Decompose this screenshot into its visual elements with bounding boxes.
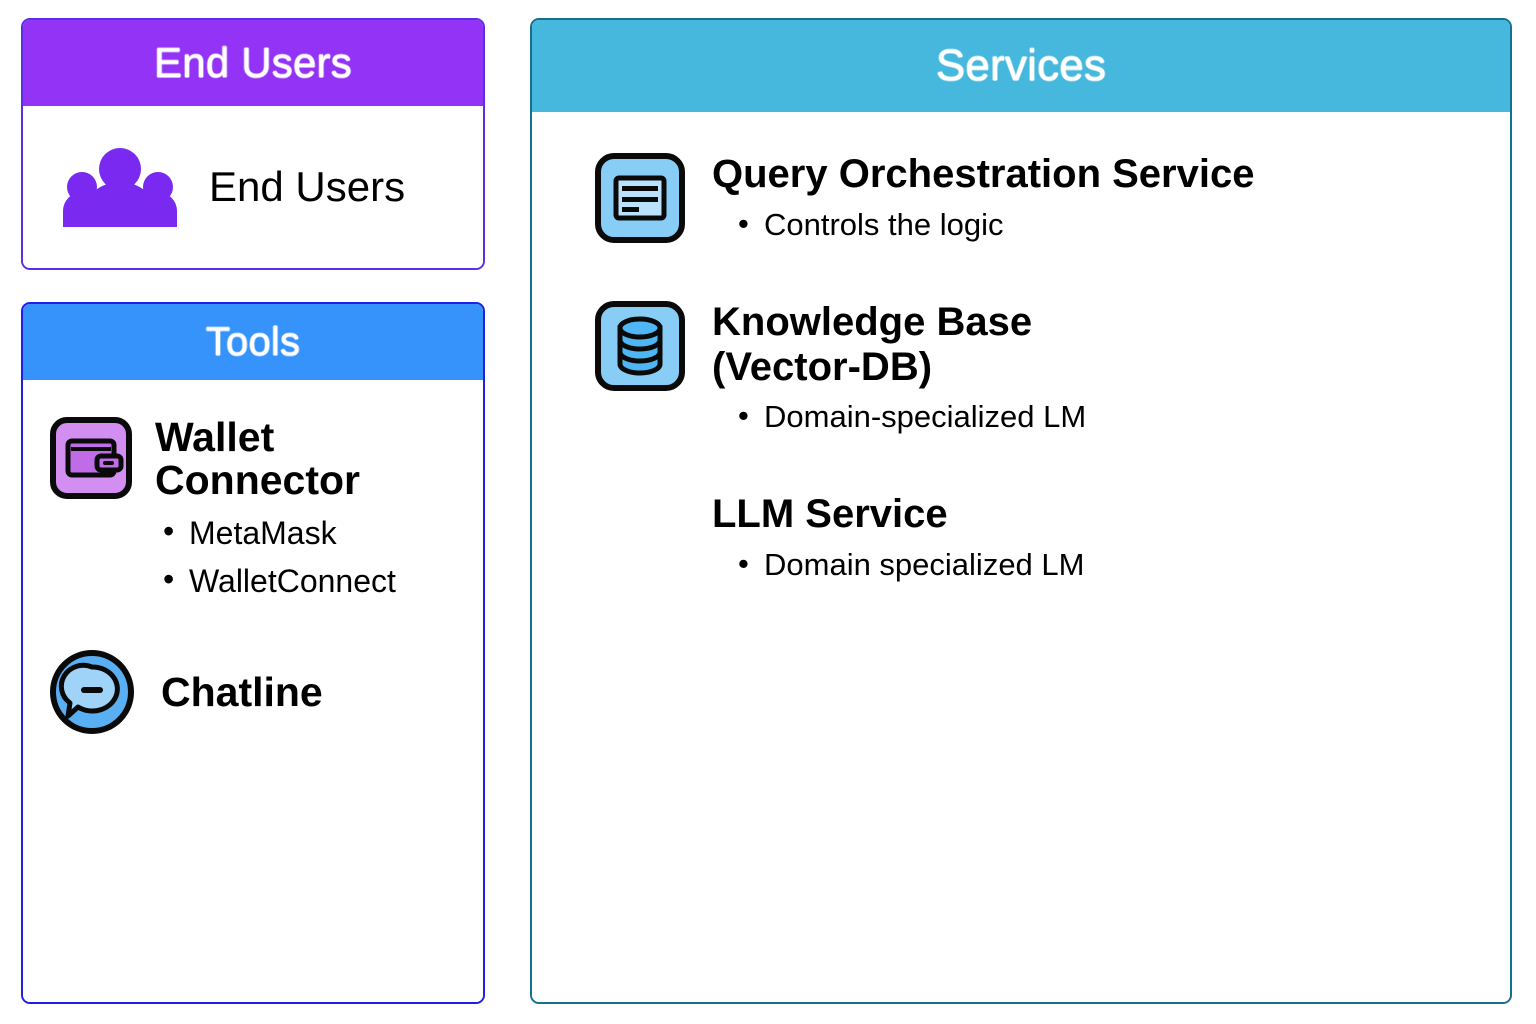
bullet-item: MetaMask: [155, 507, 469, 557]
list-item-query-orchestration-service[interactable]: Query Orchestration Service Controls the…: [594, 152, 1480, 248]
bullet-item: Domain specialized LM: [738, 542, 1084, 588]
list-item-label: End Users: [209, 163, 406, 210]
bullet-item: Controls the logic: [738, 202, 1254, 248]
left-column: End Users: [21, 18, 485, 1004]
bullet-item: WalletConnect: [155, 555, 469, 605]
wallet-icon: [49, 416, 133, 500]
bullet-list: MetaMask WalletConnect: [155, 507, 469, 605]
panel-tools: Tools: [21, 302, 485, 1004]
bullet-list: Controls the logic: [712, 202, 1254, 248]
right-column: Services: [530, 18, 1512, 1004]
panel-body-end-users: End Users: [23, 106, 483, 268]
list-item-texts: Wallet Connector MetaMask WalletConnect: [155, 414, 469, 605]
list-item[interactable]: End Users: [57, 145, 405, 229]
services-list: Query Orchestration Service Controls the…: [594, 152, 1480, 588]
panel-header-tools: Tools: [23, 304, 483, 380]
icon-slot: [594, 300, 686, 392]
list-item-texts: Knowledge Base (Vector-DB) Domain-specia…: [712, 300, 1086, 441]
document-lines-icon: [594, 152, 686, 244]
list-item-title: Knowledge Base (Vector-DB): [712, 299, 1033, 389]
list-item-texts: LLM Service Domain specialized LM: [712, 492, 1084, 588]
chat-bubble-icon: [49, 649, 135, 735]
bullet-list: Domain-specialized LM: [712, 394, 1086, 440]
list-item-llm-service[interactable]: LLM Service Domain specialized LM: [594, 492, 1480, 588]
bullet-item: Domain-specialized LM: [738, 394, 1086, 440]
panel-header-services: Services: [532, 20, 1510, 112]
panel-end-users: End Users: [21, 18, 485, 270]
list-item-knowledge-base[interactable]: Knowledge Base (Vector-DB) Domain-specia…: [594, 300, 1480, 441]
database-cylinder-icon: [594, 300, 686, 392]
people-group-icon: [57, 145, 183, 229]
panel-services: Services: [530, 18, 1512, 1004]
tools-list: Wallet Connector MetaMask WalletConnect: [49, 414, 469, 735]
list-item-wallet-connector[interactable]: Wallet Connector MetaMask WalletConnect: [49, 414, 469, 605]
list-item-chatline[interactable]: Chatline: [49, 649, 469, 735]
panel-body-services: Query Orchestration Service Controls the…: [532, 112, 1510, 1002]
list-item-title: Wallet Connector: [155, 414, 360, 504]
bullet-list: Domain specialized LM: [712, 542, 1084, 588]
icon-slot: [594, 152, 686, 244]
list-item-title: LLM Service: [712, 492, 948, 537]
panel-header-end-users: End Users: [23, 20, 483, 106]
list-item-title: Chatline: [161, 668, 323, 715]
list-item-title: Query Orchestration Service: [712, 152, 1255, 196]
panel-body-tools: Wallet Connector MetaMask WalletConnect: [23, 380, 483, 1002]
list-item-texts: Query Orchestration Service Controls the…: [712, 152, 1254, 248]
